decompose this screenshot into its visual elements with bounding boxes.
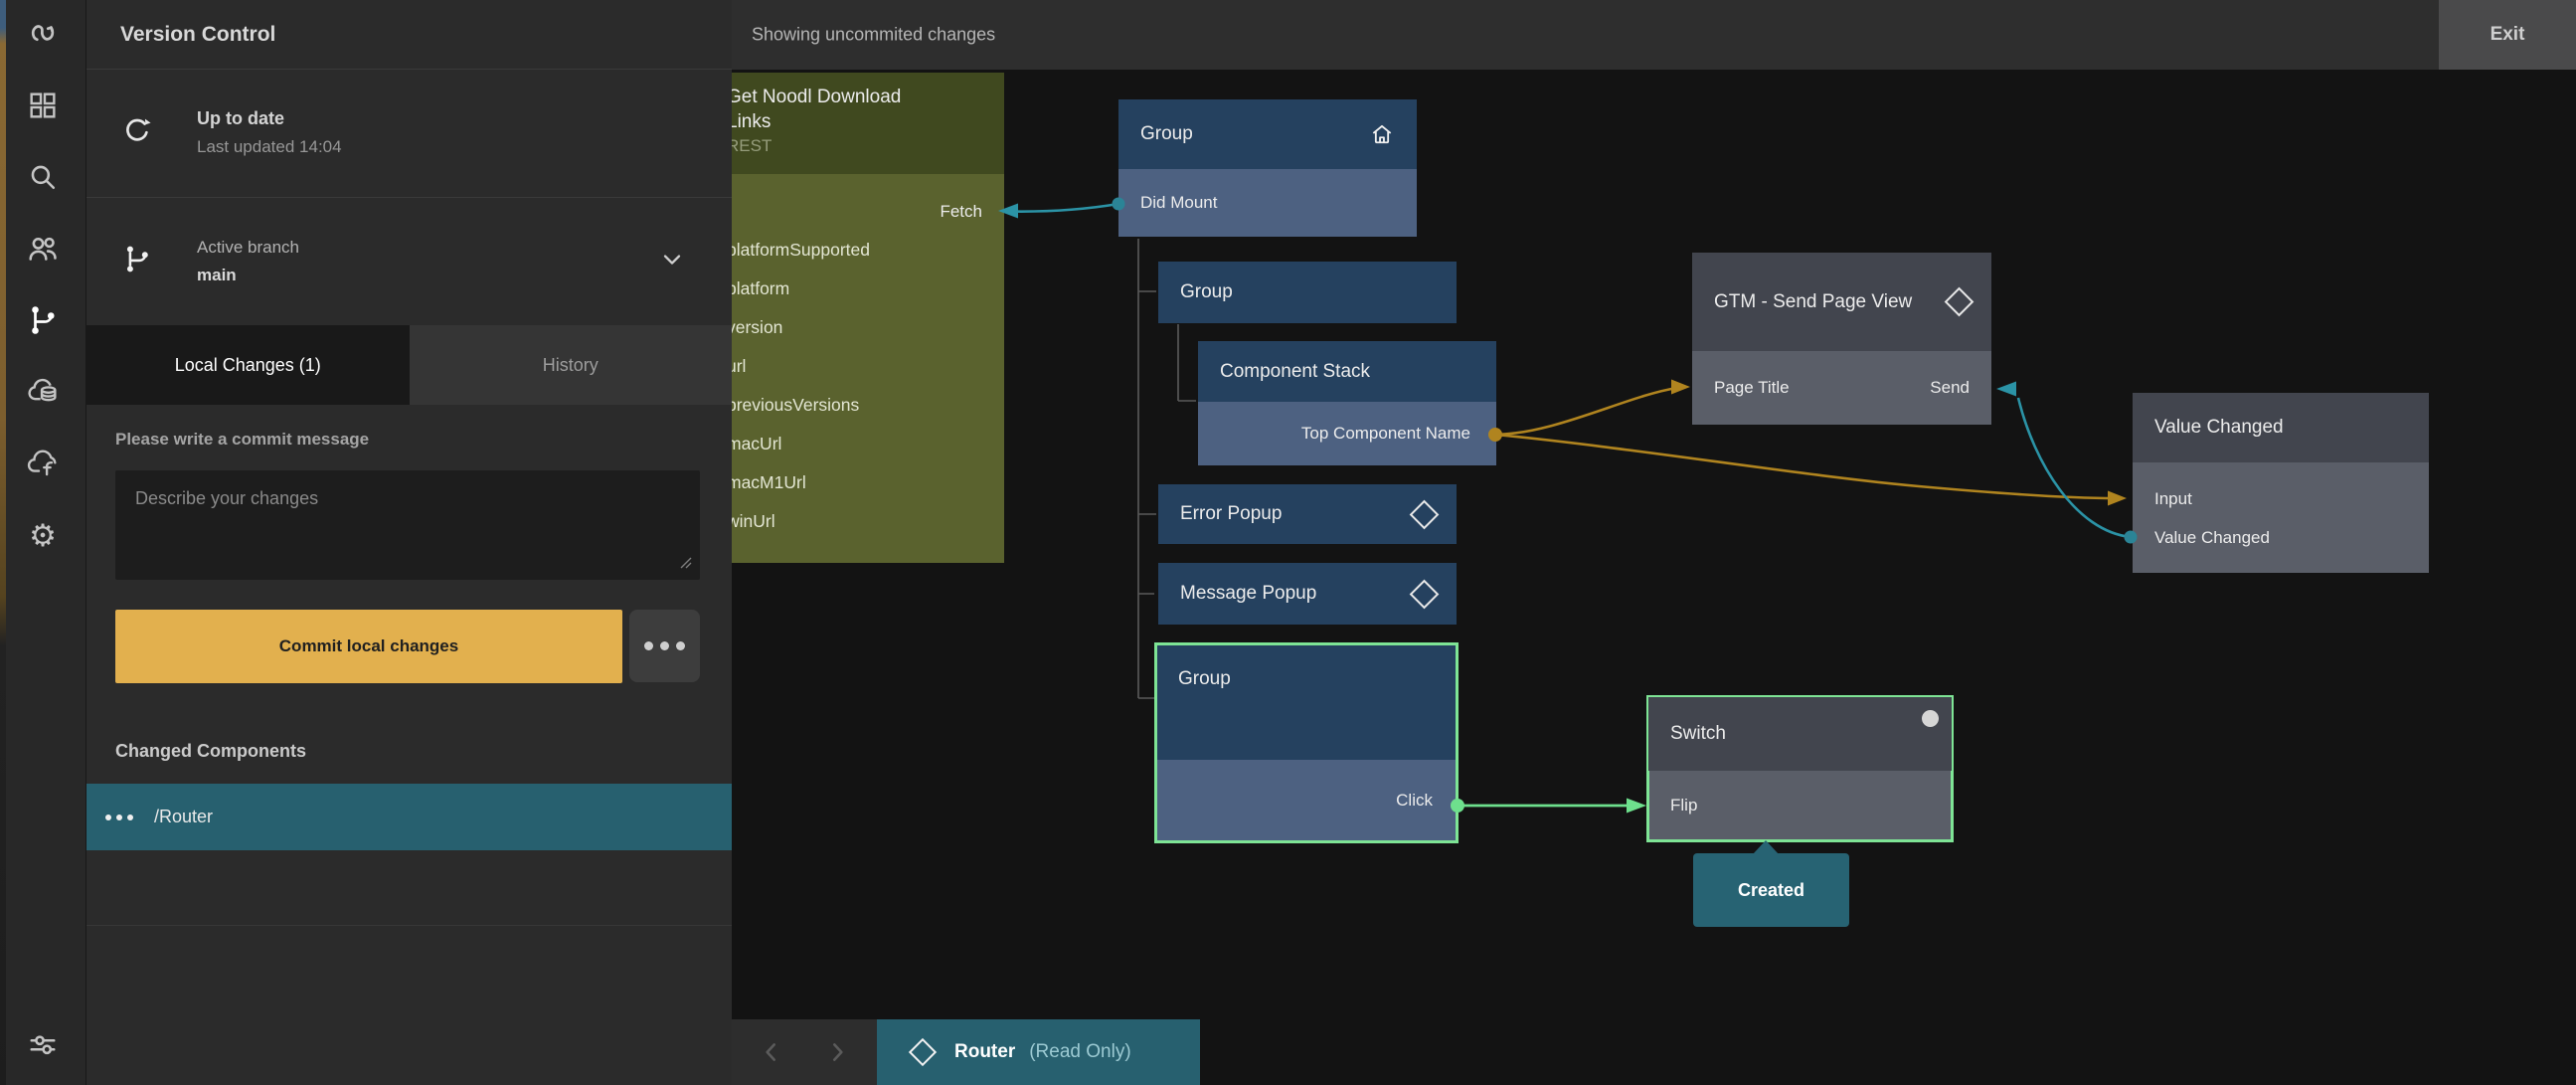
changed-components-title: Changed Components xyxy=(115,741,306,761)
panel-tabs: Local Changes (1) History xyxy=(86,325,732,405)
panel-title-bar: Version Control xyxy=(86,0,732,70)
forward-button[interactable] xyxy=(824,1039,850,1065)
port-output[interactable]: platformSupported xyxy=(727,240,870,260)
exit-button[interactable]: Exit xyxy=(2439,0,2576,70)
dot-icon xyxy=(660,641,669,650)
collaboration-icon[interactable] xyxy=(23,229,63,269)
port-fetch[interactable]: Fetch xyxy=(940,201,982,221)
port-output[interactable]: url xyxy=(727,356,747,376)
port-output[interactable]: previousVersions xyxy=(727,395,860,415)
component-name: /Router xyxy=(154,807,214,826)
node-value-changed[interactable]: Value Changed Input Value Changed xyxy=(2133,393,2429,573)
wire-didmount-fetch xyxy=(1011,202,1119,213)
search-icon[interactable] xyxy=(23,157,63,197)
cloud-data-icon[interactable] xyxy=(23,372,63,412)
chevron-down-icon xyxy=(658,245,686,277)
desktop-edge-strip xyxy=(0,0,6,1085)
tab-local-changes[interactable]: Local Changes (1) xyxy=(86,325,410,405)
refresh-icon[interactable] xyxy=(120,114,154,153)
port-top-component-name[interactable]: Top Component Name xyxy=(1198,402,1496,465)
node-subtitle: REST xyxy=(727,136,773,155)
status-text: Showing uncommited changes xyxy=(752,24,996,45)
port-flip[interactable]: Flip xyxy=(1648,771,1952,840)
commit-button[interactable]: Commit local changes xyxy=(115,610,622,683)
component-tab-router[interactable]: Router (Read Only) xyxy=(877,1019,1200,1085)
component-diamond-icon xyxy=(1409,499,1440,529)
wire-topcomponent-pagetitle xyxy=(1494,386,1678,437)
node-group-root[interactable]: Group Did Mount xyxy=(1118,99,1417,237)
version-control-panel: Version Control Up to date Last updated … xyxy=(86,0,732,1085)
component-diamond-icon xyxy=(908,1037,938,1067)
arrowhead-send xyxy=(1996,381,2016,397)
wire-topcomponent-input xyxy=(1494,433,2116,500)
dot-icon xyxy=(644,641,653,650)
changed-component-row-router[interactable]: /Router xyxy=(86,784,732,850)
node-component-stack[interactable]: Component Stack Top Component Name xyxy=(1198,341,1496,465)
main-sidebar: ⚙ xyxy=(0,0,86,1085)
connection-dot-icon xyxy=(1922,710,1939,727)
commit-message-label: Please write a commit message xyxy=(115,430,370,449)
noodl-logo-icon[interactable] xyxy=(23,13,63,53)
node-group-selected[interactable]: Group Click xyxy=(1154,642,1459,843)
port-output[interactable]: macUrl xyxy=(727,434,782,453)
arrowhead-input xyxy=(2108,490,2127,506)
tab-history[interactable]: History xyxy=(409,325,732,405)
more-options-icon[interactable] xyxy=(105,814,133,820)
home-icon xyxy=(1369,121,1395,147)
node-switch[interactable]: Switch Flip xyxy=(1646,695,1954,842)
port-output[interactable]: winUrl xyxy=(727,511,775,531)
version-control-icon[interactable] xyxy=(23,300,63,340)
port-output[interactable]: version xyxy=(727,317,783,337)
port-value-changed[interactable]: Value Changed xyxy=(2154,527,2270,547)
node-get-noodl-download-links[interactable]: Get Noodl Download Links REST Fetch plat… xyxy=(705,73,1004,563)
port-send[interactable]: Send xyxy=(1930,378,1970,397)
arrowhead-flip xyxy=(1627,798,1646,814)
component-diamond-icon xyxy=(1944,286,1975,317)
back-button[interactable] xyxy=(759,1039,784,1065)
editor-preferences-icon[interactable] xyxy=(23,1024,63,1064)
more-options-button[interactable] xyxy=(629,610,700,682)
divider xyxy=(86,925,732,926)
port-page-title[interactable]: Page Title xyxy=(1714,378,1790,397)
node-title: Get Noodl Download Links xyxy=(727,87,902,132)
panel-title: Version Control xyxy=(120,22,276,46)
node-message-popup[interactable]: Message Popup xyxy=(1158,563,1457,625)
cloud-functions-icon[interactable] xyxy=(23,444,63,483)
created-badge: Created xyxy=(1693,840,1849,927)
components-grid-icon[interactable] xyxy=(23,86,63,125)
port-output[interactable]: macM1Url xyxy=(727,472,806,492)
settings-gear-icon[interactable]: ⚙ xyxy=(29,517,57,553)
active-branch-row[interactable]: Active branch main xyxy=(86,197,732,326)
node-error-popup[interactable]: Error Popup xyxy=(1158,484,1457,544)
readonly-label: (Read Only) xyxy=(1029,1041,1131,1062)
node-gtm-send-page-view[interactable]: GTM - Send Page View Page Title Send xyxy=(1692,253,1991,425)
last-updated: Last updated 14:04 xyxy=(197,137,342,156)
port-input[interactable]: Input xyxy=(2154,488,2192,508)
commit-message-input[interactable] xyxy=(115,470,700,580)
arrowhead-page-title xyxy=(1671,379,1690,395)
dot-icon xyxy=(676,641,685,650)
component-nav-bar xyxy=(731,1019,877,1085)
node-group-child[interactable]: Group xyxy=(1158,262,1457,323)
branch-name: main xyxy=(197,265,237,284)
fetch-status-row[interactable]: Up to date Last updated 14:04 xyxy=(86,70,732,198)
branch-label: Active branch xyxy=(197,237,299,257)
port-did-mount[interactable]: Did Mount xyxy=(1118,169,1417,237)
wire-valuechanged-send xyxy=(2016,397,2132,539)
port-output[interactable]: platform xyxy=(727,278,790,298)
canvas-top-bar: Showing uncommited changes Exit xyxy=(731,0,2576,70)
sync-status: Up to date xyxy=(197,108,284,128)
component-diamond-icon xyxy=(1409,579,1440,609)
branch-icon xyxy=(120,242,154,280)
port-click[interactable]: Click xyxy=(1156,760,1457,841)
